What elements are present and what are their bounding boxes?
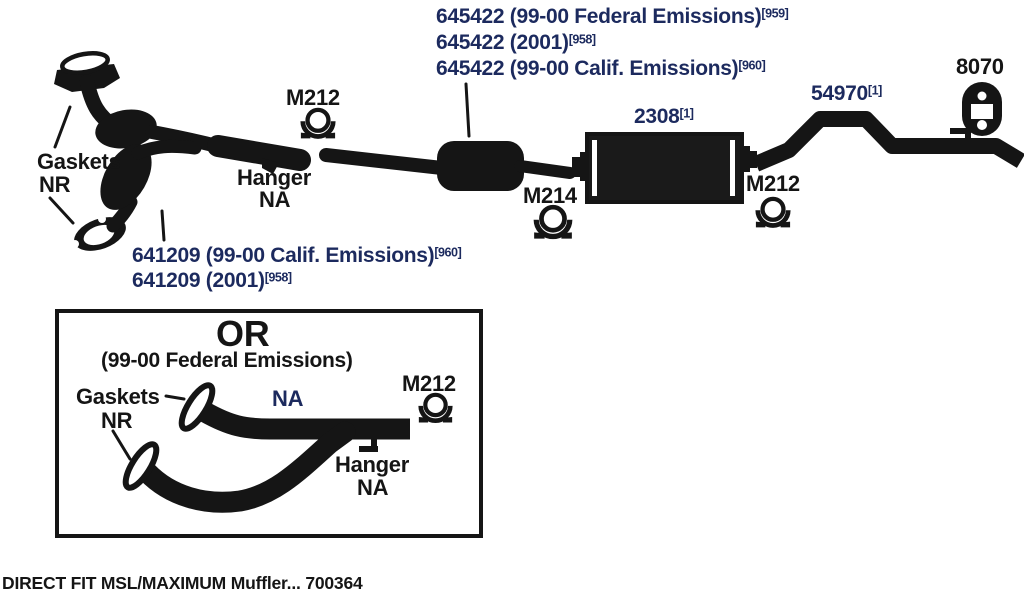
support-bracket-8070: [962, 82, 1002, 136]
leader-645422: [464, 82, 471, 138]
leader-alt-gaskets-lower: [111, 429, 132, 461]
alt-y-pipe-assembly: [122, 382, 410, 513]
muffler-outlet-collar: [742, 146, 750, 172]
flange-gasket-bottom: [83, 224, 115, 246]
tailpipe-hanger-rod-icon: [965, 132, 971, 142]
alt-box-border: [55, 309, 483, 538]
catalytic-converter-1: [95, 109, 157, 149]
intermediate-pipe-resonator-645422: [319, 141, 576, 191]
leader-alt-gaskets-upper: [164, 394, 186, 401]
clamp-label-rear: M212: [746, 171, 800, 196]
clamp-label-front: M212: [286, 85, 340, 110]
catalytic-converter-2: [100, 144, 152, 210]
muffler-body: [585, 132, 744, 204]
tailpipe-hanger-rod-icon: [950, 128, 970, 134]
flange-bolt-hole: [71, 240, 79, 248]
part-number-645422-federal: 645422 (99-00 Federal Emissions)[959]: [436, 5, 789, 28]
leader-gaskets-top: [53, 105, 72, 149]
muffler-2308: [572, 132, 757, 204]
muffler-outlet-collar: [750, 151, 757, 168]
alt-flange-gasket-upper: [178, 382, 216, 432]
bracket-hole: [977, 91, 987, 101]
alt-hanger-na-label: NA: [357, 475, 389, 500]
alt-box-subtitle: (99-00 Federal Emissions): [101, 349, 353, 372]
part-number-8070: 8070: [956, 54, 1004, 79]
flange-bolt-hole: [98, 215, 106, 223]
collector-pipe: [207, 135, 311, 171]
leader-641209: [160, 209, 166, 242]
cat2-outlet-pipe: [131, 139, 202, 160]
alt-pipe-na-label: NA: [272, 386, 304, 411]
bracket-hole: [977, 120, 987, 130]
muffler-endcap-seam: [730, 140, 735, 196]
leader-gaskets-bottom: [48, 196, 75, 225]
tailpipe: [752, 111, 1024, 172]
muffler-inlet-collar: [572, 157, 581, 177]
alt-clamp-label: M212: [402, 371, 456, 396]
alt-lower-pipe: [136, 421, 356, 513]
footer-part-description: DIRECT FIT MSL/MAXIMUM Muffler... 700364: [2, 573, 363, 593]
alt-hanger-rod-icon: [371, 437, 377, 448]
front-y-pipe-catalytic-assembly: [54, 51, 311, 251]
alt-upper-pipe: [199, 402, 410, 440]
bracket-slot: [971, 104, 993, 119]
part-number-2308: 2308[1]: [634, 105, 694, 128]
alt-box-title: OR: [216, 313, 270, 354]
hanger-na-label: NA: [259, 187, 291, 212]
part-number-641209-2001: 641209 (2001)[958]: [132, 269, 292, 292]
alt-flange-gasket-lower: [122, 441, 160, 491]
tailpipe-54970: [752, 111, 1024, 172]
clamp-icon-rear: [756, 199, 790, 228]
intermediate-pipe: [319, 148, 449, 175]
resonator-outlet-pipe: [514, 160, 576, 179]
alt-hanger-rod-icon: [359, 446, 378, 452]
hanger-tab: [262, 158, 279, 174]
muffler-endcap-seam: [592, 140, 597, 196]
part-number-645422-2001: 645422 (2001)[958]: [436, 31, 596, 54]
alt-gaskets-nr-label: NR: [101, 408, 133, 433]
alt-gaskets-label: Gaskets: [76, 384, 160, 409]
flange-to-cat2-pipe: [106, 195, 138, 233]
part-number-54970: 54970[1]: [811, 82, 882, 105]
resonator: [437, 141, 524, 191]
clamp-label-mid: M214: [523, 183, 577, 208]
gaskets-label: Gaskets: [37, 149, 121, 174]
alt-hanger-label: Hanger: [335, 452, 409, 477]
clamp-icon-alt: [419, 395, 452, 423]
clamp-icon-mid: [534, 207, 572, 238]
flange-gasket-top: [60, 51, 110, 75]
hanger-label: Hanger: [237, 165, 311, 190]
gaskets-nr-label: NR: [39, 172, 71, 197]
part-number-645422-calif: 645422 (99-00 Calif. Emissions)[960]: [436, 57, 766, 80]
part-number-641209-calif: 641209 (99-00 Calif. Emissions)[960]: [132, 244, 462, 267]
clamp-icon-front: [301, 110, 335, 139]
muffler-inlet-collar: [580, 152, 589, 181]
